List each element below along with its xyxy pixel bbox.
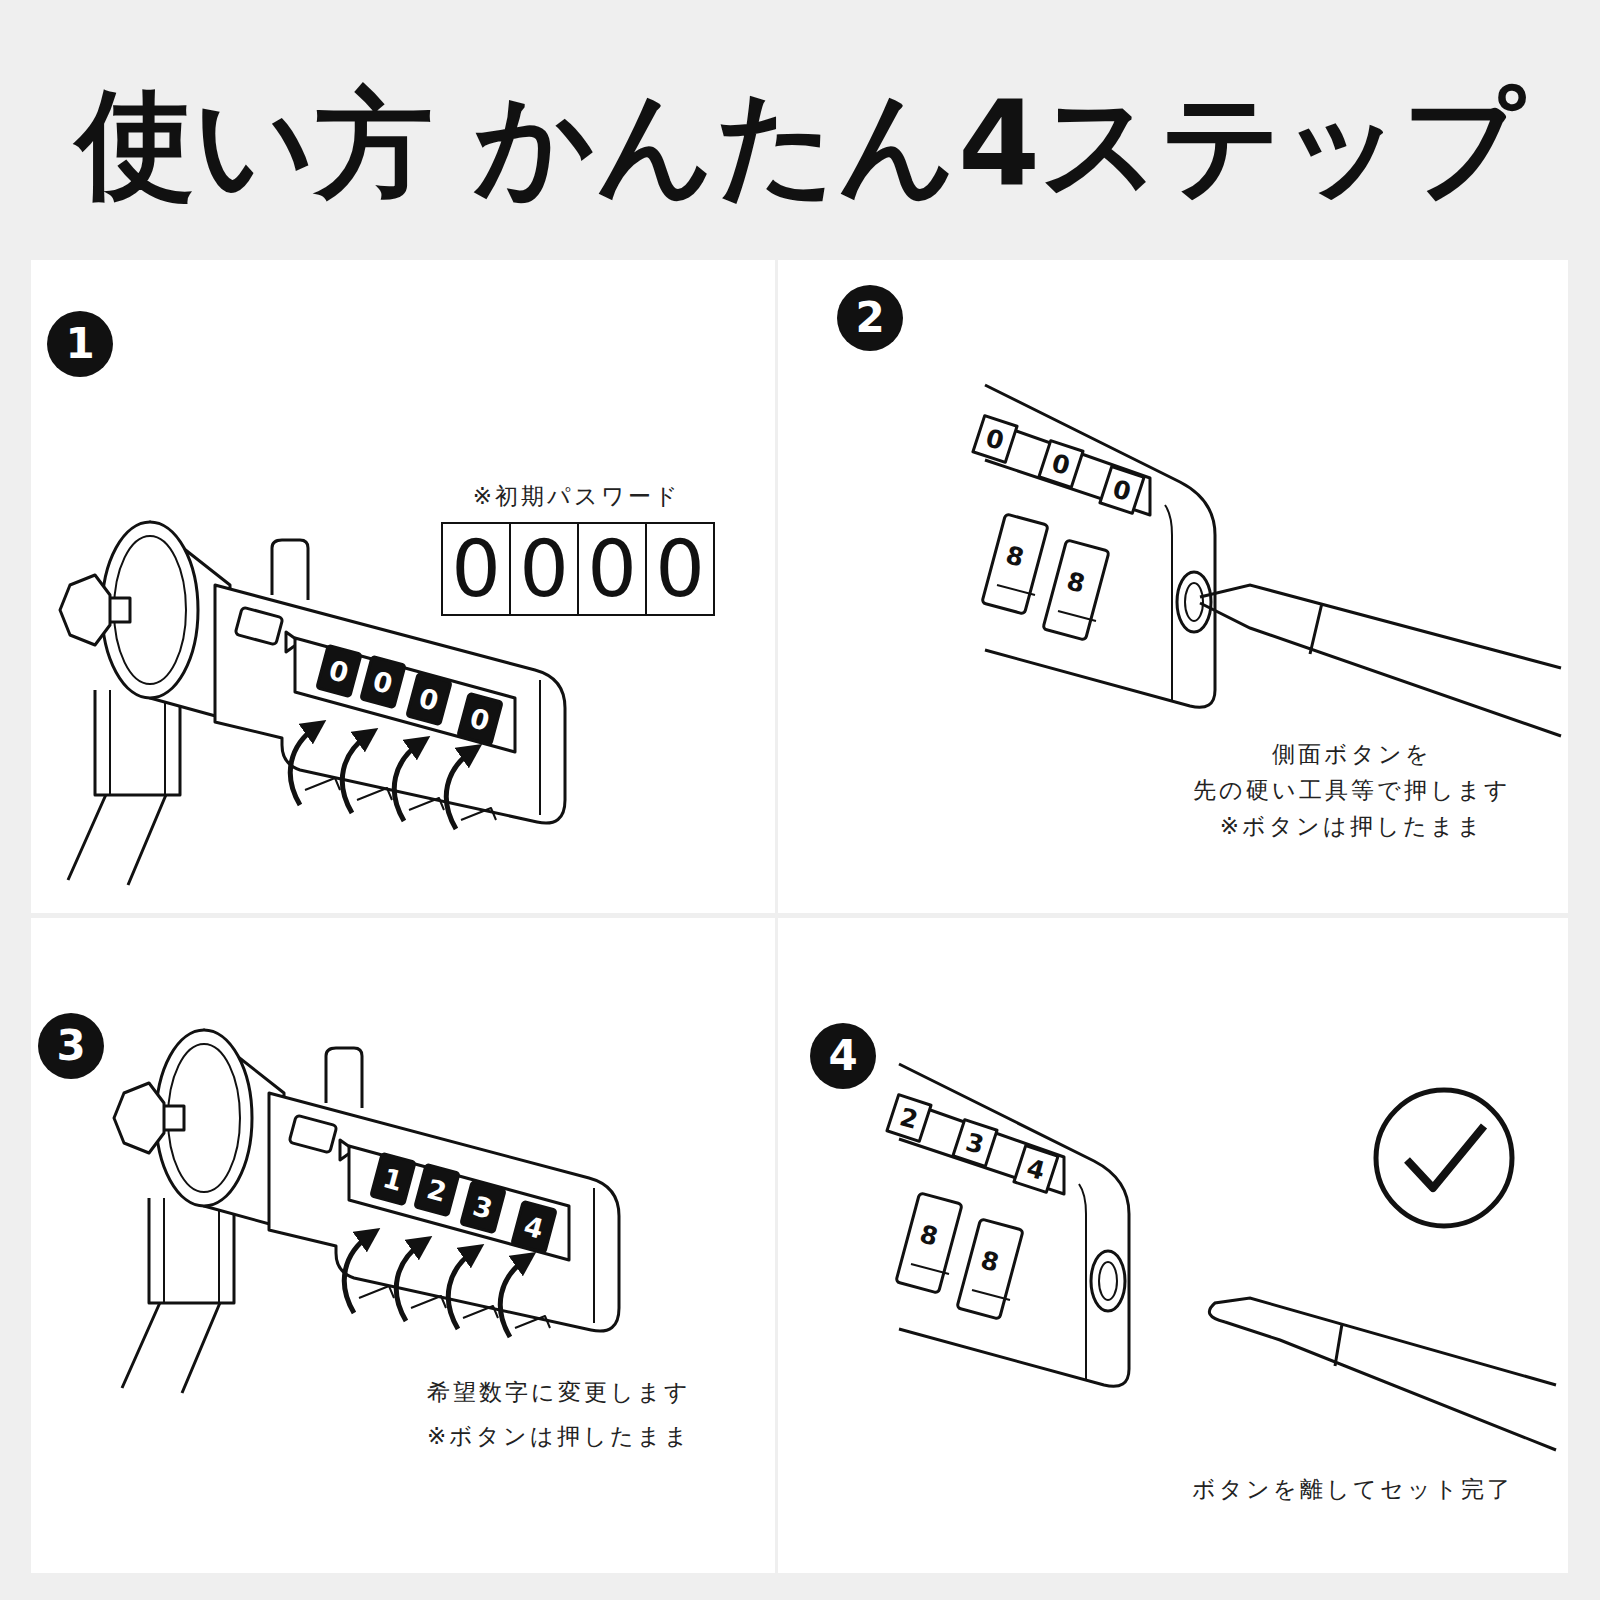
password-digit: 0 — [655, 530, 705, 608]
step-panel: ※初期パスワード10000 — [31, 260, 775, 913]
password-digit-box: 0 — [645, 522, 715, 616]
step-number: 2 — [837, 285, 903, 351]
instruction-text: ボタンを離してセット完了 — [1192, 1471, 1513, 1507]
step-number-text: 2 — [855, 297, 884, 339]
instruction-text: 希望数字に変更します — [427, 1374, 691, 1410]
instruction-text: ※ボタンは押したまま — [1220, 808, 1484, 844]
password-digit-box: 0 — [577, 522, 647, 616]
title-text: 使い方 かんたん4ステップ — [76, 80, 1524, 210]
step-number: 1 — [47, 311, 113, 377]
step-number: 4 — [810, 1023, 876, 1089]
step-number-text: 3 — [56, 1025, 85, 1067]
password-digit: 0 — [587, 530, 637, 608]
password-digit-box: 0 — [509, 522, 579, 616]
step-panel: 側面ボタンを 先の硬い工具等で押します※ボタンは押したまま 2 — [778, 260, 1568, 913]
title-band: 使い方 かんたん4ステップ — [0, 20, 1600, 270]
step-number: 3 — [38, 1013, 104, 1079]
password-digit: 0 — [451, 530, 501, 608]
instruction-text: ※ボタンは押したまま — [427, 1418, 691, 1454]
step-number-text: 4 — [828, 1035, 857, 1077]
step-panel: ボタンを離してセット完了 4 — [778, 918, 1568, 1573]
password-digit-box: 0 — [441, 522, 511, 616]
instruction-text: 側面ボタンを 先の硬い工具等で押します — [1193, 736, 1511, 808]
password-digit: 0 — [519, 530, 569, 608]
step-panel: 希望数字に変更します ※ボタンは押したまま 3 — [31, 918, 775, 1573]
step-number-text: 1 — [65, 323, 94, 365]
instruction-text: ※初期パスワード — [473, 478, 681, 514]
